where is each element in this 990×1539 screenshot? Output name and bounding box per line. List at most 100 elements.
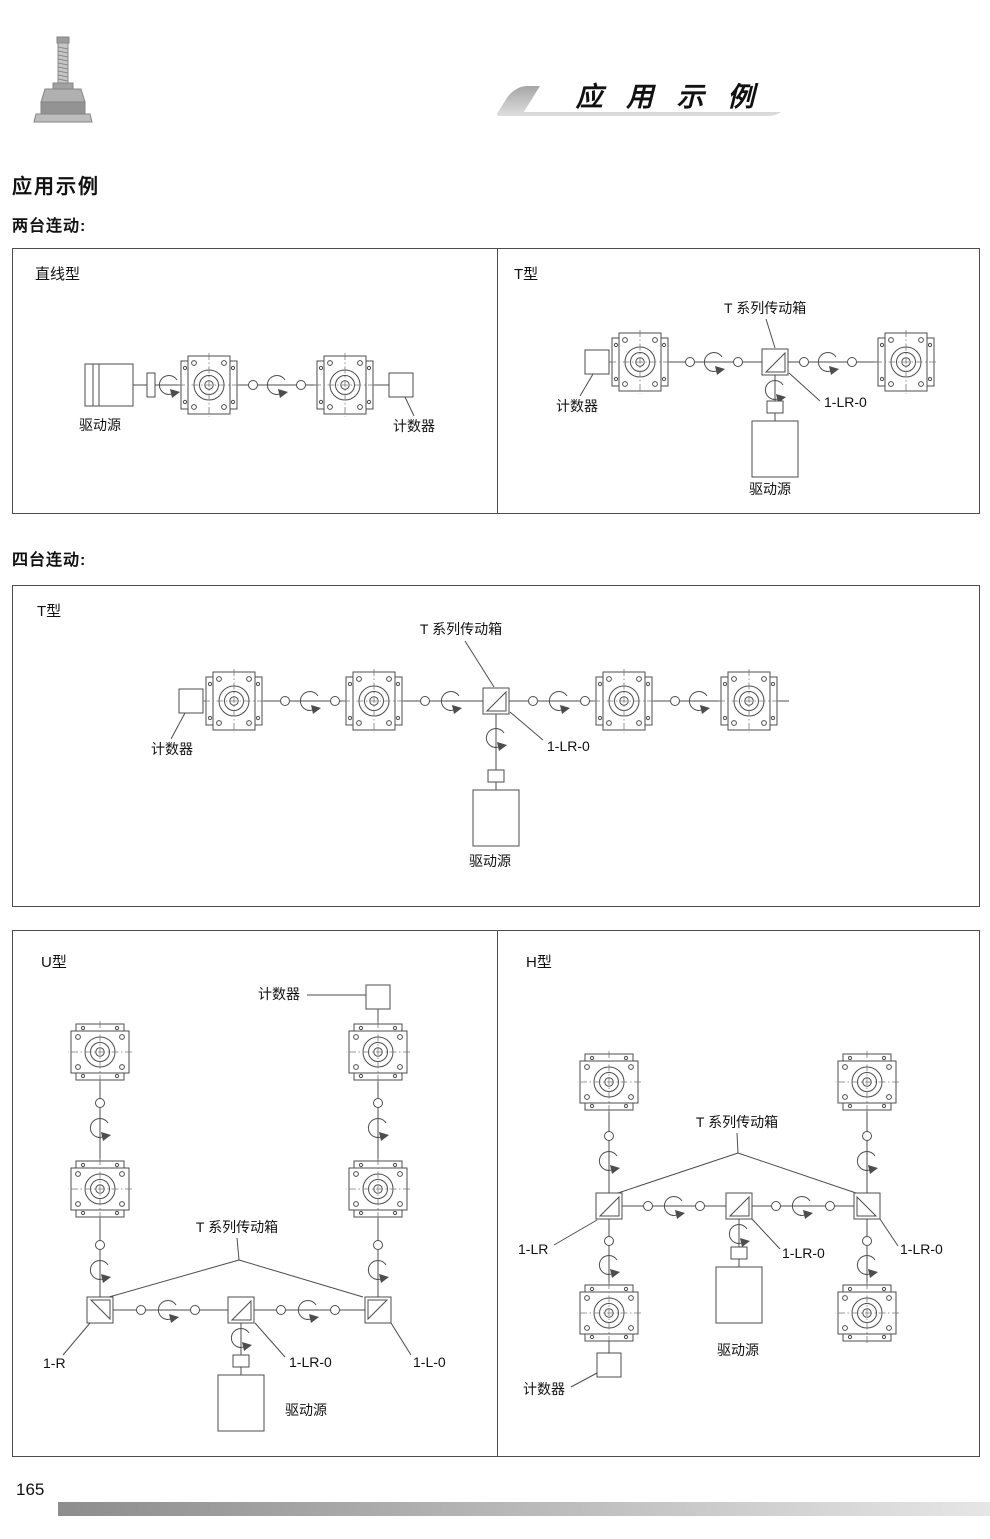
coupling — [799, 357, 809, 367]
gearbox-series-label: T 系列传动箱 — [724, 300, 806, 316]
gearbox — [834, 1281, 900, 1345]
gearbox — [202, 668, 266, 734]
counter-box — [596, 1352, 622, 1378]
h-type-diagram: H型 T 系列传动箱 驱动源 — [518, 954, 943, 1397]
diagram-type-label: T型 — [37, 603, 61, 620]
box-divider — [497, 931, 498, 1456]
leader-line — [509, 711, 544, 741]
coupling — [330, 696, 340, 706]
gearbox — [177, 352, 241, 418]
linear-type-diagram: 直线型 驱动源 计数器 — [35, 266, 435, 434]
leader-line — [170, 712, 186, 740]
rotation-arrow — [703, 351, 726, 376]
rotation-arrow — [157, 1299, 180, 1324]
leader-line — [390, 1322, 412, 1356]
rotation-arrow — [598, 1254, 621, 1279]
gearbox-series-label: T 系列传动箱 — [196, 1219, 278, 1235]
leader-line — [570, 1372, 598, 1388]
gearbox — [67, 1157, 133, 1221]
leader-line — [62, 1322, 91, 1356]
coupling — [862, 1131, 872, 1141]
four-unit-t-box: T型 T 系列传动箱 计数器 驱动源 1-LR-0 — [12, 585, 980, 907]
page-number: 165 — [16, 1480, 45, 1499]
rotation-arrow — [485, 727, 508, 752]
coupling — [248, 380, 258, 390]
rotation-arrow — [297, 1299, 320, 1324]
section-two-label: 两台连动: — [12, 218, 87, 235]
drive-motor — [217, 1354, 265, 1432]
rotation-arrow — [367, 1259, 390, 1284]
rotation-arrow — [230, 1327, 253, 1352]
rotation-arrow — [367, 1117, 390, 1142]
leader-line — [879, 1218, 899, 1247]
rotation-arrow — [598, 1150, 621, 1175]
leader-line — [736, 1132, 739, 1154]
coupling — [604, 1131, 614, 1141]
gearbox-series-label: T 系列传动箱 — [696, 1114, 778, 1130]
counter-box — [365, 984, 391, 1010]
gearbox — [874, 329, 938, 395]
coupling — [670, 696, 680, 706]
box-divider — [497, 249, 498, 513]
gearbox-series-label: T 系列传动箱 — [420, 621, 502, 637]
leader-line — [553, 1219, 598, 1246]
page-title: 应用示例 — [12, 176, 100, 198]
coupling — [733, 357, 743, 367]
rotation-arrow — [266, 374, 289, 399]
model-label: 1-L-0 — [413, 1354, 446, 1370]
leader-line — [108, 1259, 240, 1298]
counter-label: 计数器 — [151, 741, 193, 757]
coupling — [528, 696, 538, 706]
leader-line — [617, 1152, 739, 1194]
coupling — [862, 1236, 872, 1246]
diagram-type-label: T型 — [514, 266, 538, 283]
coupling — [604, 1236, 614, 1246]
t-type-two-unit-diagram: T型 T 系列传动箱 驱动源 1-LR-0 计数器 — [514, 266, 938, 497]
model-label: 1-LR-0 — [900, 1241, 943, 1257]
drive-motor — [472, 769, 520, 847]
rotation-arrow — [764, 379, 787, 404]
four-unit-uh-box: U型 计数器 T 系列传动箱 驱动源 — [12, 930, 980, 1457]
t-junction-gearbox — [482, 687, 510, 715]
gearbox — [576, 1281, 642, 1345]
footer-bar — [58, 1502, 990, 1516]
diagram-type-label: H型 — [526, 954, 552, 971]
rotation-arrow — [688, 690, 711, 715]
banner-plate: 应 用 示 例 — [523, 76, 815, 112]
corner-junction-gearbox — [853, 1192, 881, 1220]
model-label: 1-R — [43, 1355, 66, 1371]
gearbox — [345, 1020, 411, 1084]
leader-line — [579, 373, 594, 397]
rotation-arrow — [728, 1223, 751, 1248]
model-label: 1-LR-0 — [547, 738, 590, 754]
drive-motor — [715, 1246, 763, 1324]
coupling — [685, 357, 695, 367]
coupling — [280, 696, 290, 706]
gearbox — [717, 668, 781, 734]
leader-line — [254, 1322, 286, 1358]
gearbox — [576, 1050, 642, 1114]
header-title: 应 用 示 例 — [575, 81, 763, 112]
leader-line — [788, 372, 821, 402]
rotation-arrow — [158, 374, 181, 399]
rotation-arrow — [440, 690, 463, 715]
gearbox — [313, 352, 377, 418]
rotation-arrow — [663, 1195, 686, 1220]
drive-source-label: 驱动源 — [79, 417, 121, 433]
coupling — [296, 380, 306, 390]
coupling — [136, 1305, 146, 1315]
model-label: 1-LR-0 — [289, 1354, 332, 1370]
rotation-arrow — [856, 1150, 879, 1175]
rotation-arrow — [299, 690, 322, 715]
drive-source-label: 驱动源 — [717, 1342, 759, 1358]
leader-line — [236, 1237, 240, 1261]
screw-threads — [57, 46, 69, 82]
coupling — [580, 696, 590, 706]
t-type-four-unit-diagram: T型 T 系列传动箱 计数器 驱动源 1-LR-0 — [37, 603, 789, 869]
gearbox — [342, 668, 406, 734]
diagram-type-label: U型 — [41, 954, 67, 971]
model-label: 1-LR — [518, 1241, 548, 1257]
rotation-arrow — [89, 1259, 112, 1284]
gearbox — [345, 1157, 411, 1221]
section-four-label: 四台连动: — [12, 552, 87, 569]
